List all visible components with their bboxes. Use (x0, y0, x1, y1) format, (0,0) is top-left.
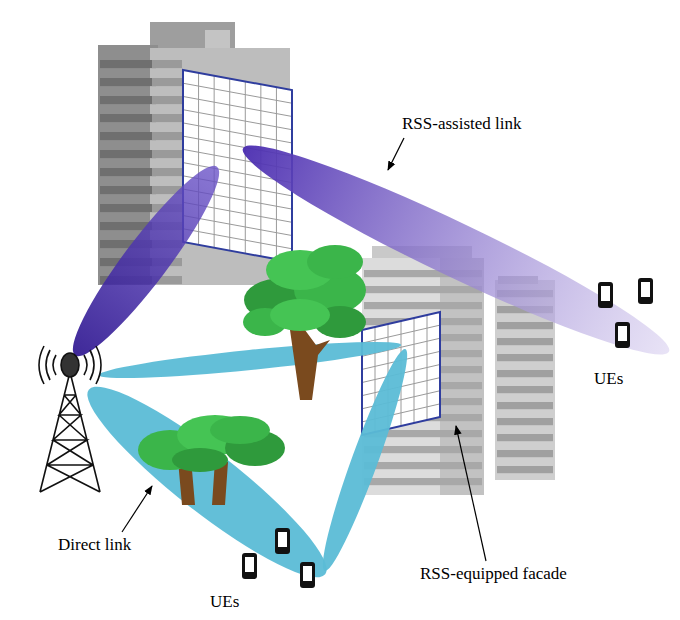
window-row (497, 466, 553, 473)
leader-line (456, 426, 486, 561)
callout-label: RSS-assisted link (400, 114, 524, 134)
window-row (100, 60, 156, 68)
window-row (497, 434, 553, 441)
window-row (152, 78, 182, 86)
window-row (152, 114, 182, 122)
callout-label: UEs (208, 592, 241, 612)
window-row (100, 168, 156, 176)
phone-screen (641, 282, 650, 297)
window-row (497, 386, 553, 393)
window-row (497, 370, 553, 377)
window-row (100, 114, 156, 122)
facade-grid (229, 79, 230, 251)
user-equipment (242, 278, 653, 588)
phone (300, 562, 315, 588)
phone-screen (601, 286, 610, 301)
callout-label: RSS-equipped facade (418, 564, 569, 584)
phone (275, 528, 290, 554)
window-row (100, 186, 156, 194)
callout-label: UEs (592, 369, 625, 389)
beam (312, 345, 417, 576)
window-row (152, 150, 182, 158)
base-station (39, 346, 101, 492)
window-row (100, 204, 156, 212)
beam (98, 335, 402, 385)
window-row (497, 322, 553, 329)
leader-line (122, 486, 152, 532)
window-row (100, 132, 156, 140)
window-row (497, 338, 553, 345)
phone-screen (278, 532, 287, 547)
facade-grid (183, 96, 292, 116)
window-row (497, 354, 553, 361)
window-row (364, 286, 482, 293)
tree (243, 245, 366, 400)
phone (615, 322, 630, 348)
window-row (100, 78, 156, 86)
window-row (497, 418, 553, 425)
facade-grid (214, 76, 215, 248)
phone-screen (245, 557, 254, 572)
window-row (497, 450, 553, 457)
phone-screen (303, 566, 312, 581)
facade-grid (183, 123, 292, 143)
facade-grid (245, 81, 246, 253)
window-row (152, 60, 182, 68)
phone (638, 278, 653, 304)
tree (138, 415, 285, 505)
window-row (497, 402, 553, 409)
window-row (152, 168, 182, 176)
callout-label: Direct link (56, 535, 133, 555)
beam (70, 366, 343, 598)
window-row (364, 302, 482, 309)
window-row (364, 478, 482, 485)
leader-line (388, 138, 404, 170)
beam (57, 154, 234, 369)
window-row (152, 96, 182, 104)
window-row (152, 132, 182, 140)
phone (242, 553, 257, 579)
phone (598, 282, 613, 308)
window-row (100, 96, 156, 104)
window-row (100, 150, 156, 158)
phone-screen (618, 326, 627, 341)
facade-grid (183, 110, 292, 130)
